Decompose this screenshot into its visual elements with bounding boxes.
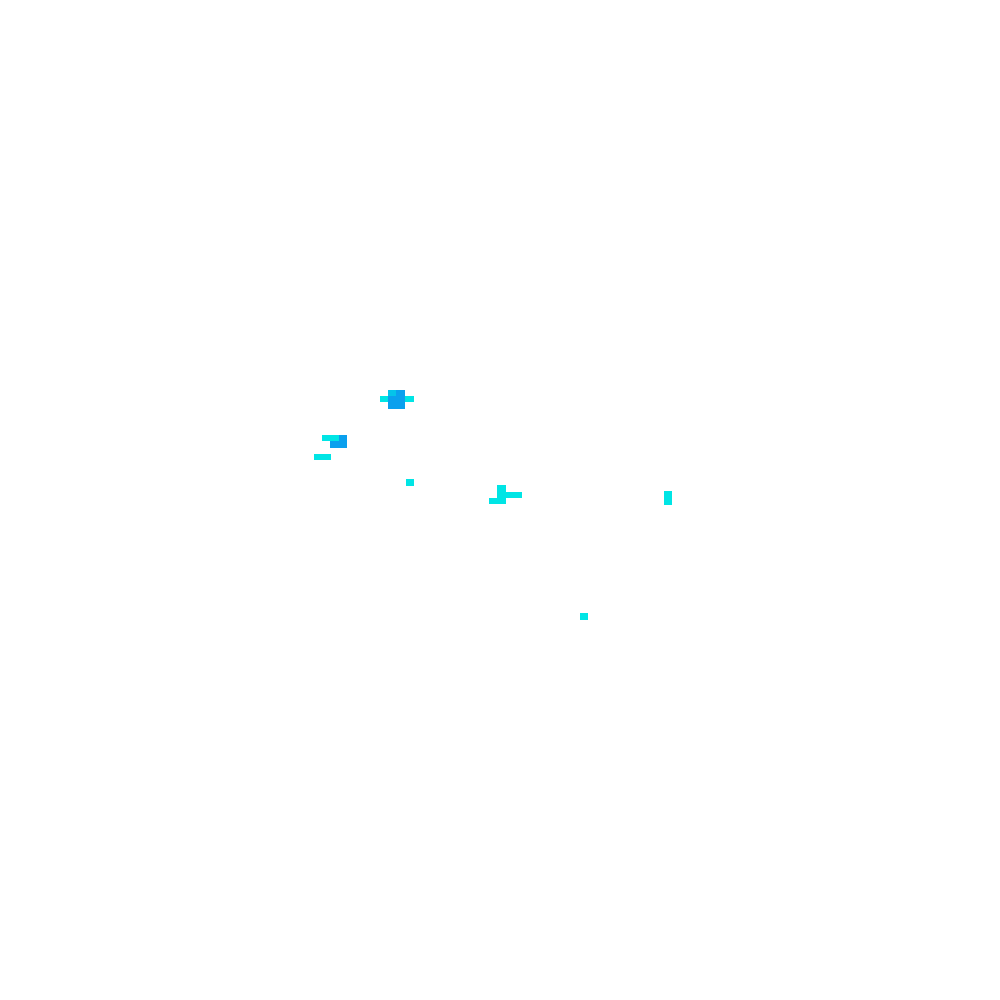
cyan-pixel-mark	[497, 485, 506, 504]
cyan-pixel-mark	[489, 498, 497, 504]
cyan-pixel-mark	[664, 491, 672, 505]
cyan-pixel-mark	[322, 435, 339, 441]
cyan-pixel-mark	[388, 390, 396, 396]
cyan-pixel-mark	[314, 454, 331, 460]
cyan-pixel-mark	[380, 396, 389, 402]
cyan-pixel-mark	[406, 479, 414, 486]
cyan-pixel-mark	[506, 492, 522, 498]
cyan-pixel-mark	[580, 613, 588, 620]
cyan-pixel-mark	[405, 396, 414, 402]
